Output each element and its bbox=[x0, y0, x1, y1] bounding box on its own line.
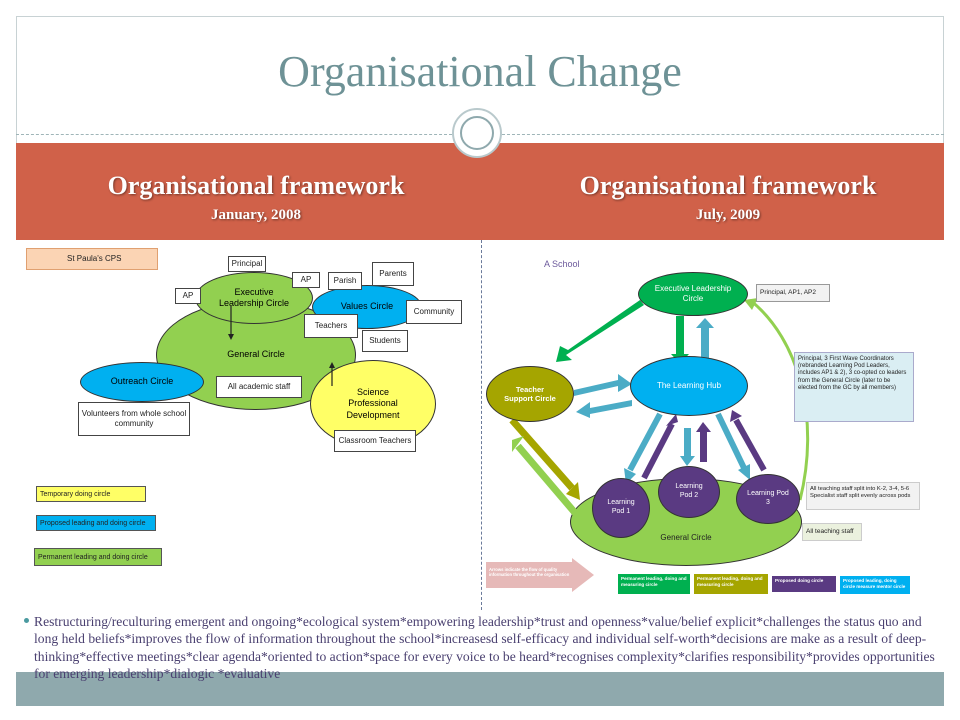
right-date: July, 2009 bbox=[695, 207, 761, 223]
arrow-pod3-hub-icon bbox=[730, 410, 742, 422]
arrow-up-icon bbox=[329, 362, 335, 368]
right-hub-note: Principal, 3 First Wave Coordinators (re… bbox=[794, 352, 914, 422]
big-arrow-icon bbox=[486, 558, 594, 592]
ornament-ring-icon bbox=[452, 108, 502, 158]
left-legend-proposed: Proposed leading and doing circle bbox=[36, 515, 156, 531]
right-pod-3-label: Learning Pod 3 bbox=[747, 490, 789, 506]
title-divider-left bbox=[16, 134, 452, 135]
left-ap-box-2: AP bbox=[292, 272, 320, 288]
header-band: Organisational framework January, 2008 O… bbox=[16, 143, 944, 240]
right-legend-2: Permanent leading, doing and measuring c… bbox=[694, 574, 768, 594]
right-tsc-label: Teacher Support Circle bbox=[504, 384, 556, 403]
arrow-hub-tsc-icon bbox=[576, 400, 632, 418]
right-legend-4: Proposed leading, doing circle measure m… bbox=[840, 576, 910, 594]
left-school-label: St Paula's CPS bbox=[26, 248, 158, 270]
right-executive-label: Executive Leadership Circle bbox=[654, 284, 732, 303]
bottom-bar bbox=[16, 672, 944, 706]
left-ap-box-1: AP bbox=[175, 288, 201, 304]
bullet-icon bbox=[24, 618, 29, 623]
arrow-down-icon bbox=[228, 334, 234, 340]
right-all-staff-note: All teaching staff bbox=[802, 523, 862, 541]
right-arrow-note-shape: Arrows indicate the flow of quality info… bbox=[486, 558, 594, 592]
right-tsc-circle: Teacher Support Circle bbox=[486, 366, 574, 422]
slide-title: Organisational Change bbox=[278, 47, 682, 96]
left-principal-box: Principal bbox=[228, 256, 266, 272]
left-values-label: Values Circle bbox=[340, 301, 394, 312]
left-outreach-circle: Outreach Circle bbox=[80, 362, 204, 402]
right-pod-2-label: Learning Pod 2 bbox=[675, 483, 703, 499]
arrow-tsc-general-icon bbox=[566, 482, 580, 500]
left-science-label: Science Professional Development bbox=[346, 387, 400, 420]
left-parents-box: Parents bbox=[372, 262, 414, 286]
arrow-hub-pod2-icon bbox=[680, 456, 695, 466]
right-legend-3: Proposed doing circle bbox=[772, 576, 836, 592]
left-legend-temporary: Temporary doing circle bbox=[36, 486, 146, 502]
right-arrow-note: Arrows indicate the flow of quality info… bbox=[489, 567, 570, 578]
diagram-divider bbox=[481, 240, 482, 610]
right-general-label: General Circle bbox=[660, 533, 712, 542]
arrow-tsc-hub-icon bbox=[574, 374, 632, 396]
left-executive-label: Executive Leadership Circle bbox=[218, 286, 290, 308]
right-legend-1: Permanent leading, doing and measuring c… bbox=[618, 574, 690, 594]
right-pods-note: All teaching staff split into K-2, 3-4, … bbox=[806, 482, 920, 510]
right-pod-1-label: Learning Pod 1 bbox=[607, 499, 635, 515]
arrow-hub-pod3-icon bbox=[738, 464, 750, 480]
arrow-general-tsc-icon bbox=[512, 436, 524, 452]
left-volunteers-box: Volunteers from whole school community bbox=[78, 402, 190, 436]
left-general-label: General Circle bbox=[227, 349, 285, 360]
right-exec-note: Principal, AP1, AP2 bbox=[756, 284, 830, 302]
right-heading: Organisational framework bbox=[579, 171, 877, 200]
right-pod-1: Learning Pod 1 bbox=[592, 478, 650, 538]
arrow-hub-exec-icon bbox=[696, 318, 714, 328]
left-classroom-box: Classroom Teachers bbox=[334, 430, 416, 452]
bullet-text: Restructuring/reculturing emergent and o… bbox=[24, 613, 940, 683]
left-legend-permanent: Permanent leading and doing circle bbox=[34, 548, 162, 566]
left-students-box: Students bbox=[362, 330, 408, 352]
left-date: January, 2008 bbox=[210, 207, 301, 223]
arrow-exec-tsc-icon bbox=[556, 300, 644, 362]
arrow-general-exec-icon bbox=[744, 298, 758, 310]
right-executive-circle: Executive Leadership Circle bbox=[638, 272, 748, 316]
left-community-box: Community bbox=[406, 300, 462, 324]
left-parish-box: Parish bbox=[328, 272, 362, 290]
right-pod-3: Learning Pod 3 bbox=[736, 474, 800, 524]
right-school-label: A School bbox=[544, 259, 580, 269]
left-teachers-box: Teachers bbox=[304, 314, 358, 338]
left-all-staff-box: All academic staff bbox=[216, 376, 302, 398]
right-pod-2: Learning Pod 2 bbox=[658, 466, 720, 518]
left-outreach-label: Outreach Circle bbox=[110, 376, 174, 387]
left-heading: Organisational framework bbox=[107, 171, 405, 200]
right-hub-circle: The Learning Hub bbox=[630, 356, 748, 416]
title-divider-right bbox=[502, 134, 944, 135]
diagram-area bbox=[16, 240, 944, 672]
right-hub-label: The Learning Hub bbox=[656, 381, 722, 390]
arrow-pod2-hub-icon bbox=[696, 422, 711, 432]
bullet-text-content: Restructuring/reculturing emergent and o… bbox=[34, 614, 935, 682]
arrow-pod1-hub-icon bbox=[666, 414, 678, 426]
